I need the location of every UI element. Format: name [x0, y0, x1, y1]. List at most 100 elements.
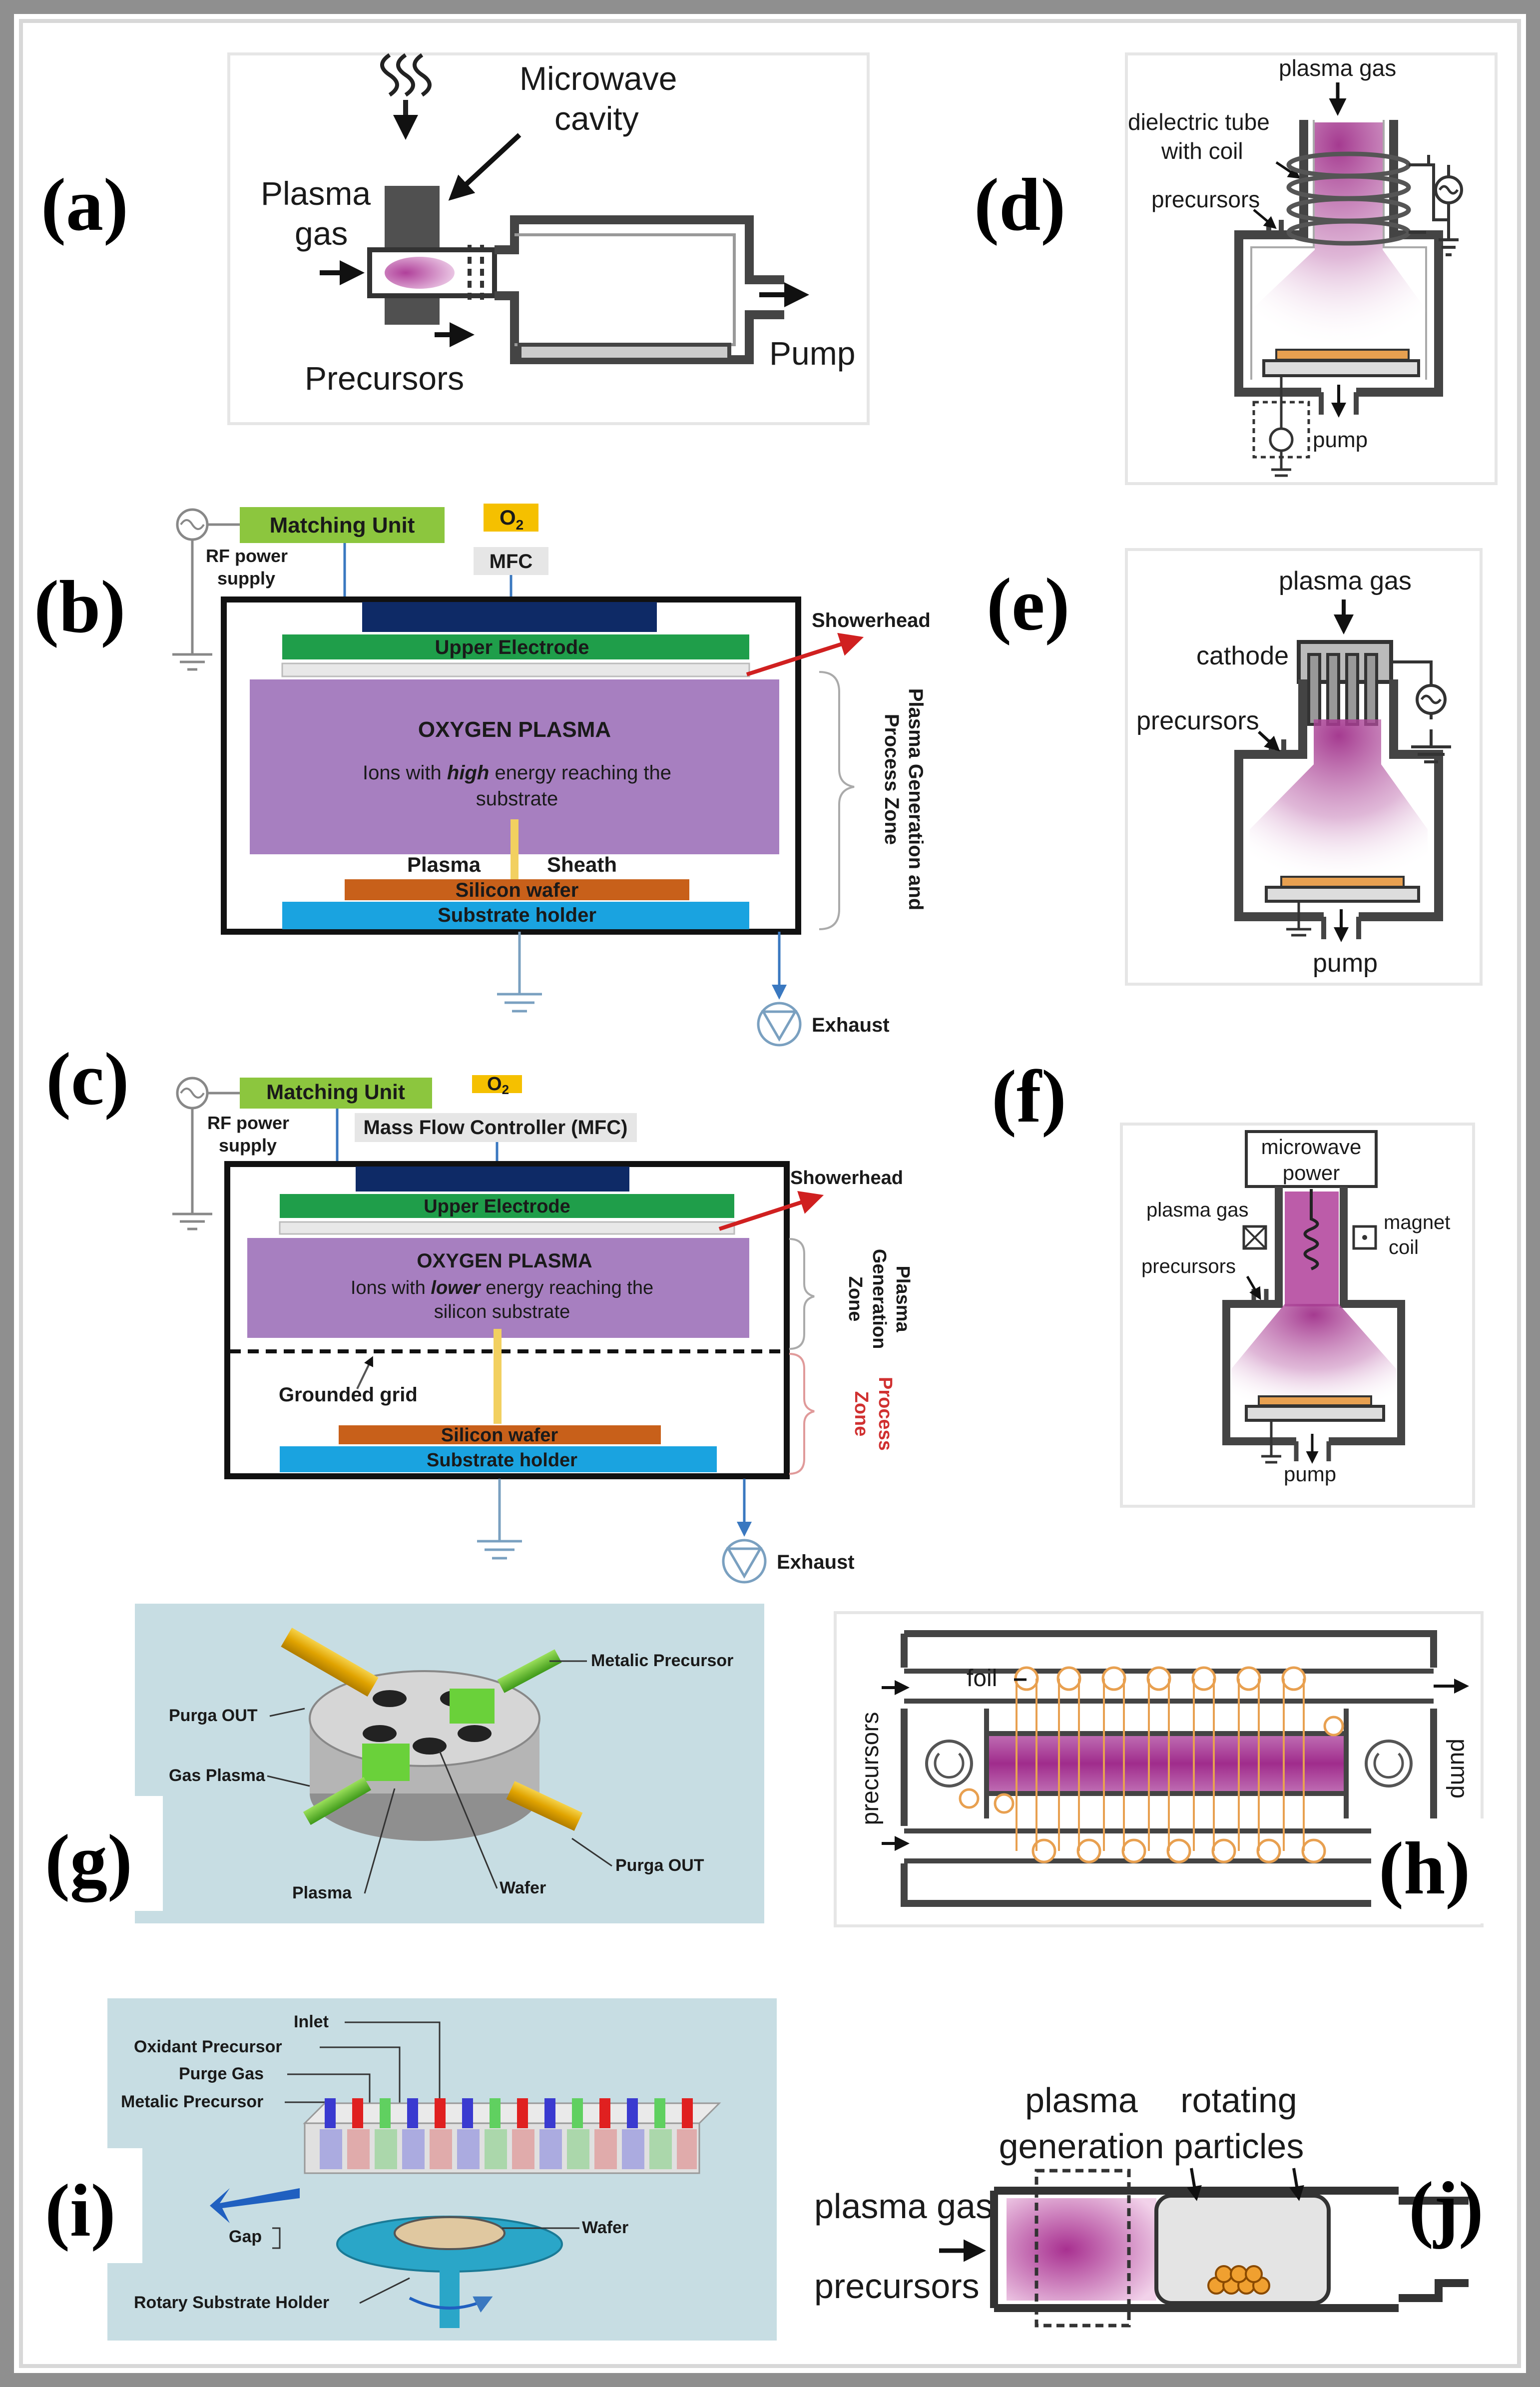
substrate-holder-text-c: Substrate holder — [427, 1450, 577, 1471]
panel-c: (c) Matching Unit RF power supply O2 Mas… — [46, 1038, 913, 1584]
o2-text: O2 — [500, 506, 523, 533]
spools-frame-h — [984, 1709, 1349, 1818]
magnet-coil-left-cross — [1243, 1225, 1267, 1249]
panel-h: foil precursors pump (h) — [834, 1611, 1486, 1927]
rotary-pointer — [359, 2277, 410, 2304]
matching-unit-text: Matching Unit — [270, 513, 415, 538]
bias-line-d — [1271, 376, 1291, 477]
plasma-text-g: Plasma — [292, 1883, 352, 1902]
microwave-wave-icon — [380, 53, 432, 97]
cathode-label: cathode — [1196, 641, 1289, 670]
microwave-cavity-block — [385, 186, 440, 251]
panel-i: (i) Inlet Oxidant Precursor Purge Gas Me… — [30, 1998, 777, 2341]
panel-h-label-bg — [1371, 1818, 1486, 1923]
plasma-generation-label-2: generation — [999, 2127, 1164, 2166]
rf-wave-icon-c — [180, 1088, 205, 1099]
rotating-arrow-right — [1289, 2168, 1304, 2201]
panel-g: (g) Metalic Precursor Purga OUT Gas Plas… — [38, 1604, 764, 1923]
precursors-label-j: precursors — [814, 2267, 980, 2306]
plasma-gas-label-1: Plasma — [261, 175, 371, 212]
mfc-box-c — [355, 1113, 637, 1142]
magnet-coil-label-2: coil — [1389, 1236, 1419, 1258]
gen-zone-brace — [789, 1238, 815, 1350]
cavity-pointer-arrow — [448, 133, 521, 201]
zone-text-b-1: Plasma Generation and — [905, 688, 927, 911]
plasma-zone-j — [1007, 2198, 1156, 2301]
proc-zone-brace — [789, 1353, 815, 1475]
ground-b — [497, 932, 542, 1013]
ion-beam-c — [494, 1329, 502, 1424]
rf-power-text-c-1: RF power — [207, 1113, 289, 1133]
top-electrode-block — [362, 602, 657, 632]
ground-c — [477, 1479, 522, 1560]
o2-box — [484, 504, 538, 532]
chamber-h — [901, 1630, 1437, 1907]
gap-bracket — [272, 2227, 281, 2249]
exhaust-pump-icon-c — [722, 1539, 767, 1584]
showerhead-text-c: Showerhead — [790, 1168, 903, 1189]
sheath-label-b: Sheath — [547, 853, 617, 876]
upper-electrode-text: Upper Electrode — [435, 636, 589, 658]
dielectric-tube-label-1: dielectric tube — [1128, 109, 1270, 135]
wafer-label-i: Wafer — [582, 2218, 628, 2237]
magnet-coil-right-dot — [1362, 1235, 1367, 1240]
plasma-gas-label-d: plasma gas — [1279, 55, 1396, 81]
green-pipe-2 — [303, 1777, 372, 1825]
panel-i-label-bg — [30, 2148, 142, 2263]
panel-d: (d) plasma gas dielectric tube with coil… — [974, 52, 1498, 485]
plasma-title: OXYGEN PLASMA — [418, 717, 611, 742]
substrate-holder-text: Substrate holder — [438, 904, 596, 926]
panel-h-label: (h) — [1379, 1827, 1470, 1910]
rotating-particles-icon — [1207, 2265, 1270, 2295]
panel-j: plasma generation rotating particles pla… — [777, 1998, 1486, 2338]
flow-direction-arrow — [210, 2188, 300, 2223]
gap-label: Gap — [229, 2227, 262, 2246]
panel-f: (f) microwave power plasma gas magnet co… — [992, 1055, 1475, 1508]
silicon-wafer-text-c: Silicon wafer — [441, 1425, 558, 1446]
waveguide-f — [1222, 1187, 1405, 1445]
yellow-pipe-2 — [506, 1781, 583, 1831]
green-block-1 — [450, 1689, 495, 1724]
ground-e — [1286, 901, 1311, 937]
inlet-label: Inlet — [294, 2012, 329, 2031]
proc-zone-text-2: Zone — [851, 1391, 872, 1437]
purga-out-2-text: Purga OUT — [615, 1856, 704, 1875]
plasma-title-c: OXYGEN PLASMA — [417, 1250, 592, 1272]
metalic-label: Metalic Precursor — [121, 2092, 263, 2111]
precursors-label-h: precursors — [857, 1712, 884, 1825]
exhaust-pump-icon-b — [757, 1002, 802, 1047]
microwave-cavity-label-2: cavity — [554, 100, 639, 137]
matching-unit-box-c — [240, 1078, 432, 1109]
substrate-holder-d — [1262, 359, 1420, 377]
panel-b-label: (b) — [34, 566, 125, 648]
plasma-pointer-g — [364, 1788, 396, 1894]
proc-zone-text-1: Process — [875, 1377, 896, 1451]
panel-j-label: (j) — [1409, 2167, 1484, 2250]
upper-electrode-bar-c — [280, 1194, 734, 1218]
pump-label-e: pump — [1313, 949, 1378, 978]
panel-f-label: (f) — [992, 1055, 1066, 1138]
foil-rollers-bottom — [994, 1793, 1326, 1863]
plasma-gas-label-j: plasma gas — [814, 2187, 993, 2226]
mfc-text: MFC — [490, 551, 533, 573]
pump-label-h: pump — [1446, 1739, 1472, 1798]
precursor-arrow-e — [1257, 730, 1280, 752]
plasma-generation-label-1: plasma — [1025, 2081, 1138, 2120]
cathode-fingers — [1307, 653, 1378, 726]
o2-box-c — [472, 1075, 522, 1093]
rotating-particles-label-2: particles — [1174, 2127, 1304, 2166]
dielectric-pointer — [1275, 161, 1301, 179]
gen-zone-text-1: Plasma — [892, 1265, 913, 1332]
matching-unit-text-c: Matching Unit — [266, 1080, 405, 1104]
panel-g-label: (g) — [45, 1819, 132, 1902]
exhaust-text-c: Exhaust — [777, 1551, 855, 1573]
left-spool-icon — [925, 1740, 973, 1788]
pump-outlet-f — [1294, 1441, 1331, 1461]
substrate-f — [1258, 1395, 1372, 1406]
purge-gas-label: Purge Gas — [179, 2064, 264, 2083]
ions-text-c-2: silicon substrate — [434, 1301, 570, 1322]
substrate-holder-f — [1245, 1405, 1385, 1422]
exhaust-text-b: Exhaust — [812, 1014, 890, 1036]
ions-text-2: substrate — [476, 788, 558, 810]
substrate-holder-bar-c — [280, 1446, 717, 1472]
